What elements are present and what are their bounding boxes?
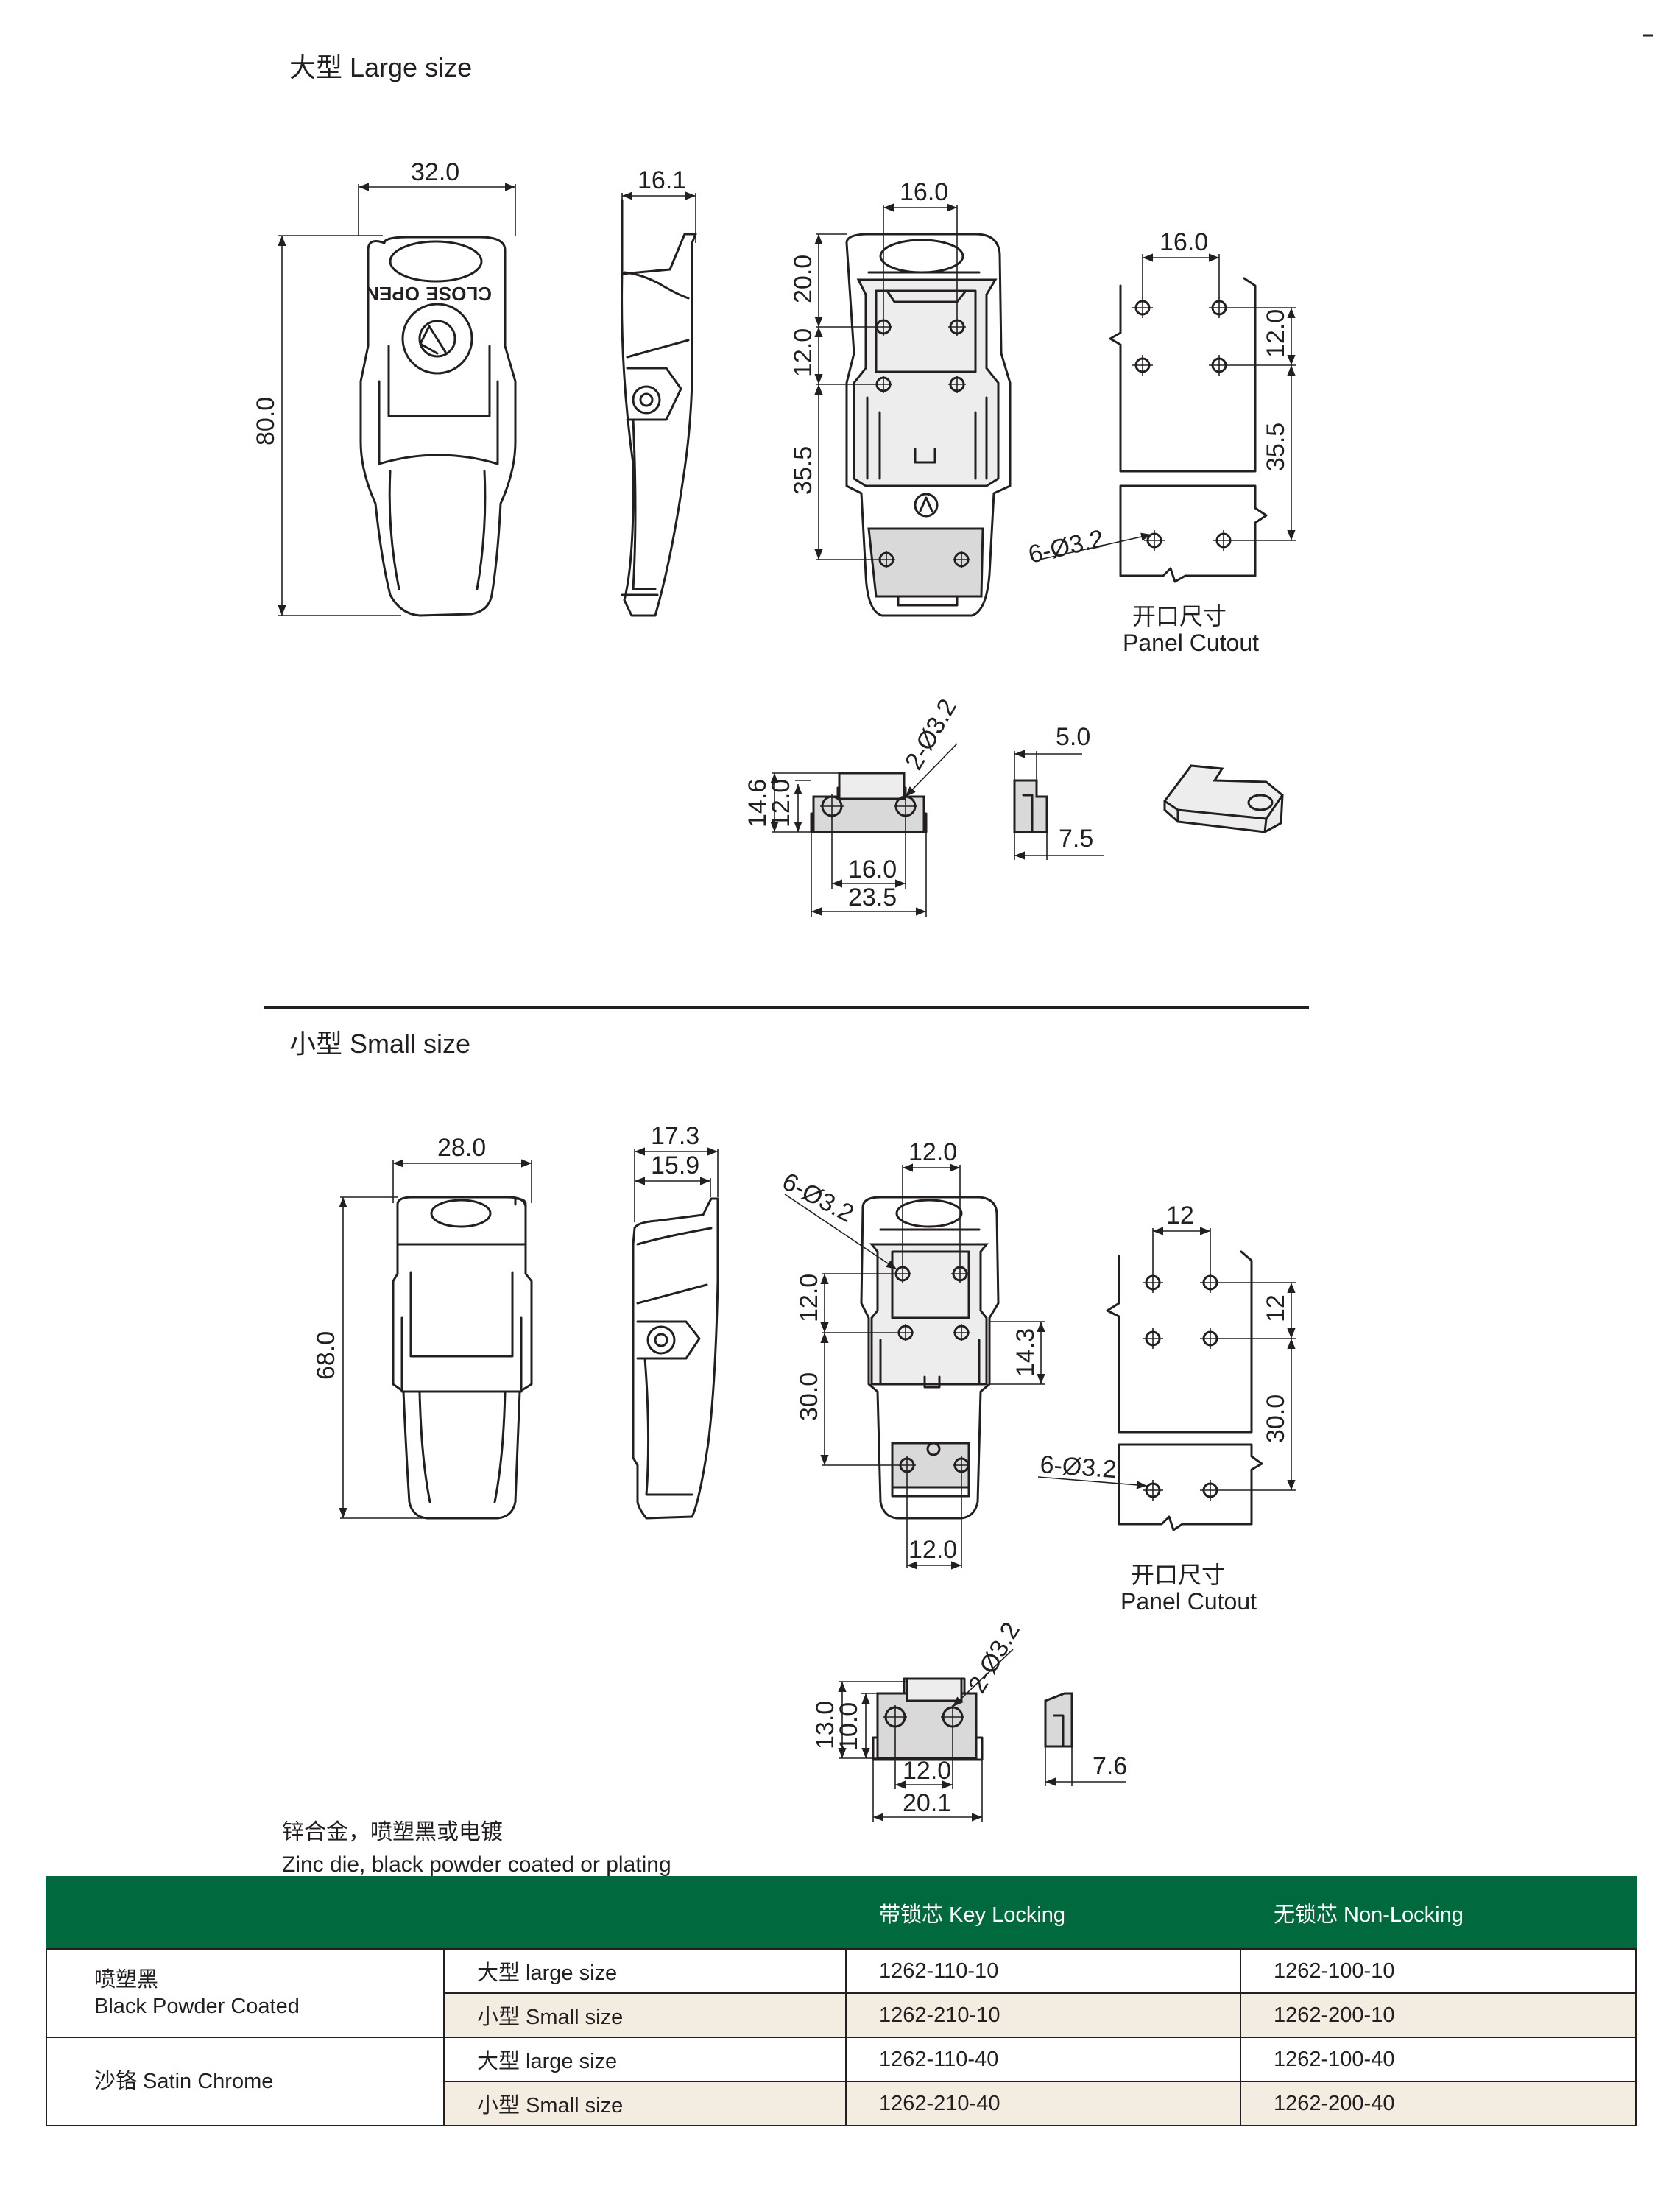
material-cn: 锌合金，喷塑黑或电镀 [282,1820,503,1844]
part-non-cell: 1262-100-40 [1240,2037,1637,2082]
large-side-dims: 16.1 [621,166,696,243]
table-header-row: 带锁芯 Key Locking 无锁芯 Non-Locking [46,1876,1637,1950]
small-back-bottom: 12.0 [908,1536,957,1564]
small-keeper-side: 7.6 [1044,1692,1127,1786]
part-non-cell: 1262-200-40 [1240,2081,1637,2126]
large-cutout-d1: 12.0 [1262,309,1290,358]
large-keeper-w2: 23.5 [848,884,897,912]
table-row: 小型 Small size 1262-210-40 1262-200-40 [46,2081,1637,2126]
large-side-depth: 16.1 [638,166,686,194]
small-cutout-d2: 30.0 [1262,1395,1290,1443]
table-header-non-locking: 无锁芯 Non-Locking [1240,1876,1637,1950]
large-cutout-width: 16.0 [1160,228,1208,256]
part-key-cell: 1262-210-10 [845,1992,1241,2038]
table-row: 小型 Small size 1262-210-10 1262-200-10 [46,1992,1637,2038]
table-row: 沙铬 Satin Chrome 大型 large size 1262-110-4… [46,2037,1637,2126]
small-back-d2: 30.0 [795,1372,823,1421]
table-header-blank [443,1876,847,1950]
large-close-label: CLOSE [426,283,492,305]
table-row: 喷塑黑 Black Powder Coated 大型 large size 12… [46,1948,1637,2038]
small-cutout-d1: 12 [1262,1294,1290,1322]
small-keeper-h2: 10.0 [835,1702,863,1751]
small-cutout-cn: 开口尺寸 [1131,1562,1225,1588]
large-cutout-cn: 开口尺寸 [1132,603,1227,630]
large-panel-cutout [1109,277,1268,583]
finish-chrome: 沙铬 Satin Chrome [46,2037,445,2126]
small-keeper-holes: 2-Ø3.2 [963,1618,1026,1698]
large-keeper-holes: 2-Ø3.2 [900,694,962,775]
finish-black: 喷塑黑 Black Powder Coated [46,1948,445,2038]
small-side-view [632,1197,719,1520]
large-side-view [621,199,697,617]
large-keeper-h1: 14.6 [744,779,772,828]
small-front-view [392,1196,533,1520]
small-side-d2: 15.9 [651,1152,699,1180]
large-cutout-holes: 6-Ø3.2 [1026,524,1107,568]
large-front-view: OPEN CLOSE [359,236,517,617]
large-back-d1: 20.0 [789,255,817,303]
part-key-cell: 1262-110-10 [845,1948,1241,1994]
table-header-key-locking: 带锁芯 Key Locking [845,1876,1241,1950]
finish-black-en: Black Powder Coated [94,1995,300,2018]
large-open-label: OPEN [365,283,420,305]
part-non-cell: 1262-200-10 [1240,1992,1637,2038]
finish-black-cn: 喷塑黑 [94,1968,159,1992]
large-keeper-side-d: 7.5 [1059,825,1093,853]
small-back-view [860,1196,1000,1520]
small-cutout-width: 12 [1166,1202,1194,1230]
large-front-height: 80.0 [252,397,280,445]
small-cutout-en: Panel Cutout [1120,1588,1257,1615]
small-back-d1: 12.0 [795,1274,823,1322]
large-keeper-side-t: 5.0 [1056,723,1090,751]
large-front-dims: 32.0 80.0 [252,158,516,616]
small-side-dims: 17.3 15.9 [634,1122,719,1222]
small-front-width: 28.0 [437,1134,486,1162]
part-key-cell: 1262-210-40 [845,2081,1241,2126]
small-cutout-holes: 6-Ø3.2 [1039,1450,1117,1484]
part-non-cell: 1262-100-10 [1240,1948,1637,1994]
small-side-d1: 17.3 [651,1122,699,1150]
part-key-cell: 1262-110-40 [845,2037,1241,2082]
small-keeper-w1: 12.0 [903,1757,951,1785]
large-section-title: 大型 Large size [289,52,472,82]
small-keeper-side-d: 7.6 [1093,1752,1127,1780]
small-keeper-w2: 20.1 [903,1789,951,1817]
large-back-view [845,233,1012,617]
large-keeper-w1: 16.0 [848,856,897,884]
large-cutout-dims: 16.0 12.0 35.5 6-Ø3.2 开口尺寸 Panel Cutout [1026,228,1296,656]
part-number-table: 带锁芯 Key Locking 无锁芯 Non-Locking 喷塑黑 Blac… [46,1876,1637,2126]
large-keeper-side: 5.0 7.5 [1013,723,1104,860]
small-keeper: 2-Ø3.2 13.0 10.0 12.0 20.1 [811,1618,1026,1822]
large-keeper-h2: 12.0 [767,779,795,828]
small-section-title: 小型 Small size [289,1029,470,1059]
small-front-height: 68.0 [312,1331,340,1380]
large-cutout-en: Panel Cutout [1123,630,1259,656]
size-cell: 大型 large size [443,1948,847,1994]
small-back-d3: 14.3 [1012,1328,1040,1377]
large-back-d3: 35.5 [789,446,817,495]
size-cell: 小型 Small size [443,2081,847,2126]
large-back-width: 16.0 [900,178,948,206]
large-front-width: 32.0 [411,158,459,186]
size-cell: 大型 large size [443,2037,847,2082]
table-header-blank [46,1876,445,1950]
size-cell: 小型 Small size [443,1992,847,2038]
large-keeper-iso [1163,764,1284,833]
small-keeper-h1: 13.0 [811,1701,839,1749]
large-back-d2: 12.0 [789,328,817,377]
small-panel-cutout [1106,1250,1263,1531]
small-back-width: 12.0 [908,1138,957,1166]
small-cutout-dims: 12 12 30.0 6-Ø3.2 开口尺寸 Panel Cutout [1037,1202,1296,1615]
small-front-dims: 28.0 68.0 [312,1134,532,1519]
material-en: Zinc die, black powder coated or plating [282,1852,671,1877]
large-keeper: 2-Ø3.2 14.6 12.0 16.0 23.5 [744,694,962,917]
small-back-holes: 6-Ø3.2 [777,1168,858,1228]
large-cutout-d2: 35.5 [1262,423,1290,471]
large-back-dims: 16.0 20.0 12.0 35.5 [789,178,958,560]
